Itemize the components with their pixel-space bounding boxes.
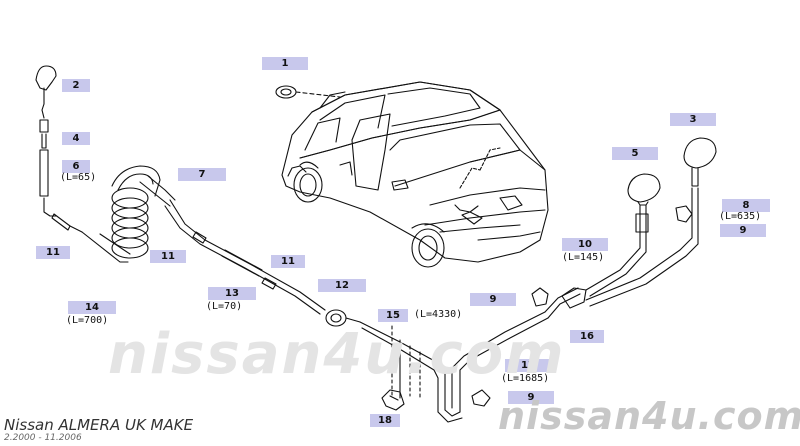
- length-part-17: (L=1685): [501, 373, 550, 384]
- callout-part-15: 15: [378, 309, 408, 322]
- front-nozzles: [627, 137, 717, 206]
- callout-part-9-b: 9: [470, 293, 516, 306]
- rear-nozzle-assembly: [35, 65, 83, 233]
- callout-part-5: 5: [612, 147, 658, 160]
- callout-part-17: 17: [505, 359, 551, 372]
- callout-part-11-c: 11: [271, 255, 305, 268]
- callout-part-7: 7: [178, 168, 226, 181]
- coiled-hose-7-14: [81, 165, 326, 315]
- part-1-grommet: [275, 85, 341, 99]
- watermark-center: nissan4u.com: [108, 322, 566, 387]
- callout-part-1: 1: [262, 57, 308, 70]
- hose-15-run: [359, 311, 549, 423]
- car-illustration: [281, 81, 549, 268]
- callout-part-9-c: 9: [508, 391, 554, 404]
- callout-part-14: 14: [68, 301, 116, 314]
- callout-part-8: 8: [722, 199, 770, 212]
- length-part-6: (L=65): [60, 172, 97, 183]
- callout-part-3: 3: [670, 113, 716, 126]
- length-part-10: (L=145): [562, 252, 605, 263]
- callout-part-13: 13: [208, 287, 256, 300]
- callout-part-12: 12: [318, 279, 366, 292]
- callout-part-10: 10: [562, 238, 608, 251]
- length-part-8: (L=635): [719, 211, 762, 222]
- callout-part-2: 2: [62, 79, 90, 92]
- part-12-grommet: [325, 309, 361, 327]
- callout-part-11-a: 11: [36, 246, 70, 259]
- clips-9: [471, 205, 693, 407]
- callout-part-4: 4: [62, 132, 90, 145]
- production-dates: 2.2000 - 11.2006: [4, 433, 82, 443]
- callout-part-11-b: 11: [150, 250, 186, 263]
- callout-part-18: 18: [370, 414, 400, 427]
- callout-part-16: 16: [570, 330, 604, 343]
- model-caption: Nissan ALMERA UK MAKE: [4, 416, 194, 434]
- length-part-15: (L=4330): [414, 309, 463, 320]
- callout-part-6: 6: [62, 160, 90, 173]
- length-part-13: (L=70): [206, 301, 243, 312]
- joint-16-and-branches: [544, 187, 699, 319]
- hose-connectors: [192, 231, 277, 290]
- callout-part-9-a: 9: [720, 224, 766, 237]
- length-part-14: (L=700): [66, 315, 109, 326]
- part-18-clip: [381, 389, 405, 411]
- watermark-corner: nissan4u.com: [498, 394, 800, 438]
